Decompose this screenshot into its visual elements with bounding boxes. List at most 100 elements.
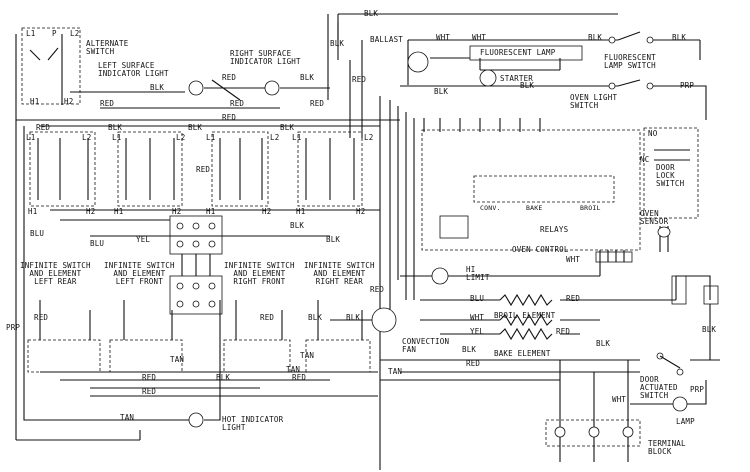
ballast-label: BALLAST (370, 35, 404, 44)
inf-right-rear-label: INFINITE SWITCH AND ELEMENT RIGHT REAR (304, 261, 375, 286)
wire-tag: BLK (364, 9, 379, 18)
wire-tag: PRP (680, 81, 695, 90)
unit4-h2-label: H2 (356, 207, 366, 216)
alt-h1-label: H1 (30, 97, 40, 106)
wire-tag: TAN (286, 365, 301, 374)
door-lock-switch-label: DOOR LOCK SWITCH (656, 163, 685, 188)
wire-tag: BLU (470, 294, 485, 303)
wire-tag: BLK (346, 313, 361, 322)
wire-tag: RED (230, 99, 245, 108)
conv-relay-label: CONV. (480, 204, 501, 212)
lamp-label: LAMP (676, 417, 695, 426)
alt-h2-label: H2 (64, 97, 74, 106)
bake-element-label: BAKE ELEMENT (494, 349, 551, 358)
wire-tag: TAN (388, 367, 403, 376)
wire-tag: BLK (188, 123, 203, 132)
wire-tag: TAN (300, 351, 315, 360)
bake-relay-label: BAKE (526, 204, 543, 212)
wire-tag: BLK (280, 123, 295, 132)
right-surface-light-label: RIGHT SURFACE INDICATOR LIGHT (230, 49, 301, 66)
wire-tag: RED (196, 165, 211, 174)
no-label: NO (648, 129, 658, 138)
wire-tag: TAN (120, 413, 135, 422)
wire-tag: RED (260, 313, 275, 322)
wire-tag: RED (142, 387, 157, 396)
alt-l2-label: L2 (70, 29, 80, 38)
hot-indicator-light-label: HOT INDICATOR LIGHT (222, 415, 284, 432)
wire-tag: BLK (672, 33, 687, 42)
wire-tag: BLK (300, 73, 315, 82)
wire-tag: PRP (690, 385, 705, 394)
wire-tag: BLK (702, 325, 717, 334)
wire-tag: YEL (470, 327, 485, 336)
wire-tag: RED (34, 313, 49, 322)
hi-limit-label: HI LIMIT (466, 265, 490, 282)
wire-tag: BLK (520, 81, 535, 90)
wire-tag: BLK (462, 345, 477, 354)
inf-left-rear-label: INFINITE SWITCH AND ELEMENT LEFT REAR (20, 261, 91, 286)
wire-tag: YEL (136, 235, 151, 244)
wire-tag: RED (466, 359, 481, 368)
wire-tag: RED (222, 113, 237, 122)
wire-tag: RED (222, 73, 237, 82)
alternate-switch-label: ALTERNATE SWITCH (86, 39, 129, 56)
wire-tag: RED (566, 294, 581, 303)
wire-tag: BLK (588, 33, 603, 42)
unit2-l2-label: L2 (176, 133, 186, 142)
fluorescent-lamp-label: FLUORESCENT LAMP (480, 48, 556, 57)
wire-tag: PRP (6, 323, 21, 332)
nc-label: NC (640, 155, 650, 164)
unit4-l1-label: L1 (292, 133, 302, 142)
unit1-h2-label: H2 (86, 207, 96, 216)
wire-tag: BLK (108, 123, 123, 132)
wire-tag: BLK (434, 87, 449, 96)
starter-label: STARTER (500, 74, 534, 83)
unit3-l1-label: L1 (206, 133, 216, 142)
oven-sensor-label: OVEN SENSOR (640, 209, 669, 226)
left-surface-light-label: LEFT SURFACE INDICATOR LIGHT (98, 61, 169, 78)
wire-tag: RED (370, 285, 385, 294)
wire-tag: WHT (566, 255, 581, 264)
wire-tag: TAN (170, 355, 185, 364)
relays-label: RELAYS (540, 225, 569, 234)
unit1-l2-label: L2 (82, 133, 92, 142)
inf-left-front-label: INFINITE SWITCH AND ELEMENT LEFT FRONT (104, 261, 175, 286)
oven-light-switch-label: OVEN LIGHT SWITCH (570, 93, 618, 110)
wire-tag: RED (100, 99, 115, 108)
wire-tag: RED (310, 99, 325, 108)
unit2-h2-label: H2 (172, 207, 182, 216)
terminal-block-label: TERMINAL BLOCK (648, 439, 686, 456)
inf-right-front-label: INFINITE SWITCH AND ELEMENT RIGHT FRONT (224, 261, 295, 286)
wire-tag: RED (292, 373, 307, 382)
door-actuated-switch-label: DOOR ACTUATED SWITCH (640, 375, 678, 400)
unit3-h2-label: H2 (262, 207, 272, 216)
wire-tag: BLK (308, 313, 323, 322)
wire-tag: BLK (330, 39, 345, 48)
wire-tag: BLK (290, 221, 305, 230)
wire-tag: WHT (472, 33, 487, 42)
alt-p-label: P (52, 29, 57, 38)
unit1-h1-label: H1 (28, 207, 38, 216)
convection-fan-label: CONVECTION FAN (402, 337, 450, 354)
wire-tag: RED (556, 327, 571, 336)
unit2-l1-label: L1 (112, 133, 122, 142)
unit2-h1-label: H1 (114, 207, 124, 216)
broil-relay-label: BROIL (580, 204, 601, 212)
wire-tag: WHT (470, 313, 485, 322)
unit4-h1-label: H1 (296, 207, 306, 216)
wire-tag: BLK (596, 339, 611, 348)
wire-tag: RED (142, 373, 157, 382)
unit4-l2-label: L2 (364, 133, 374, 142)
oven-control-label: OVEN CONTROL (512, 245, 569, 254)
alt-l1-label: L1 (26, 29, 36, 38)
wire-tag: WHT (436, 33, 451, 42)
broil-element-label: BROIL ELEMENT (494, 311, 556, 320)
wire-tag: BLK (216, 373, 231, 382)
wire-tag: RED (36, 123, 51, 132)
wire-tag: RED (352, 75, 367, 84)
unit1-l1-label: L1 (26, 133, 36, 142)
wire-tag: WHT (612, 395, 627, 404)
wire-tag: BLU (90, 239, 105, 248)
